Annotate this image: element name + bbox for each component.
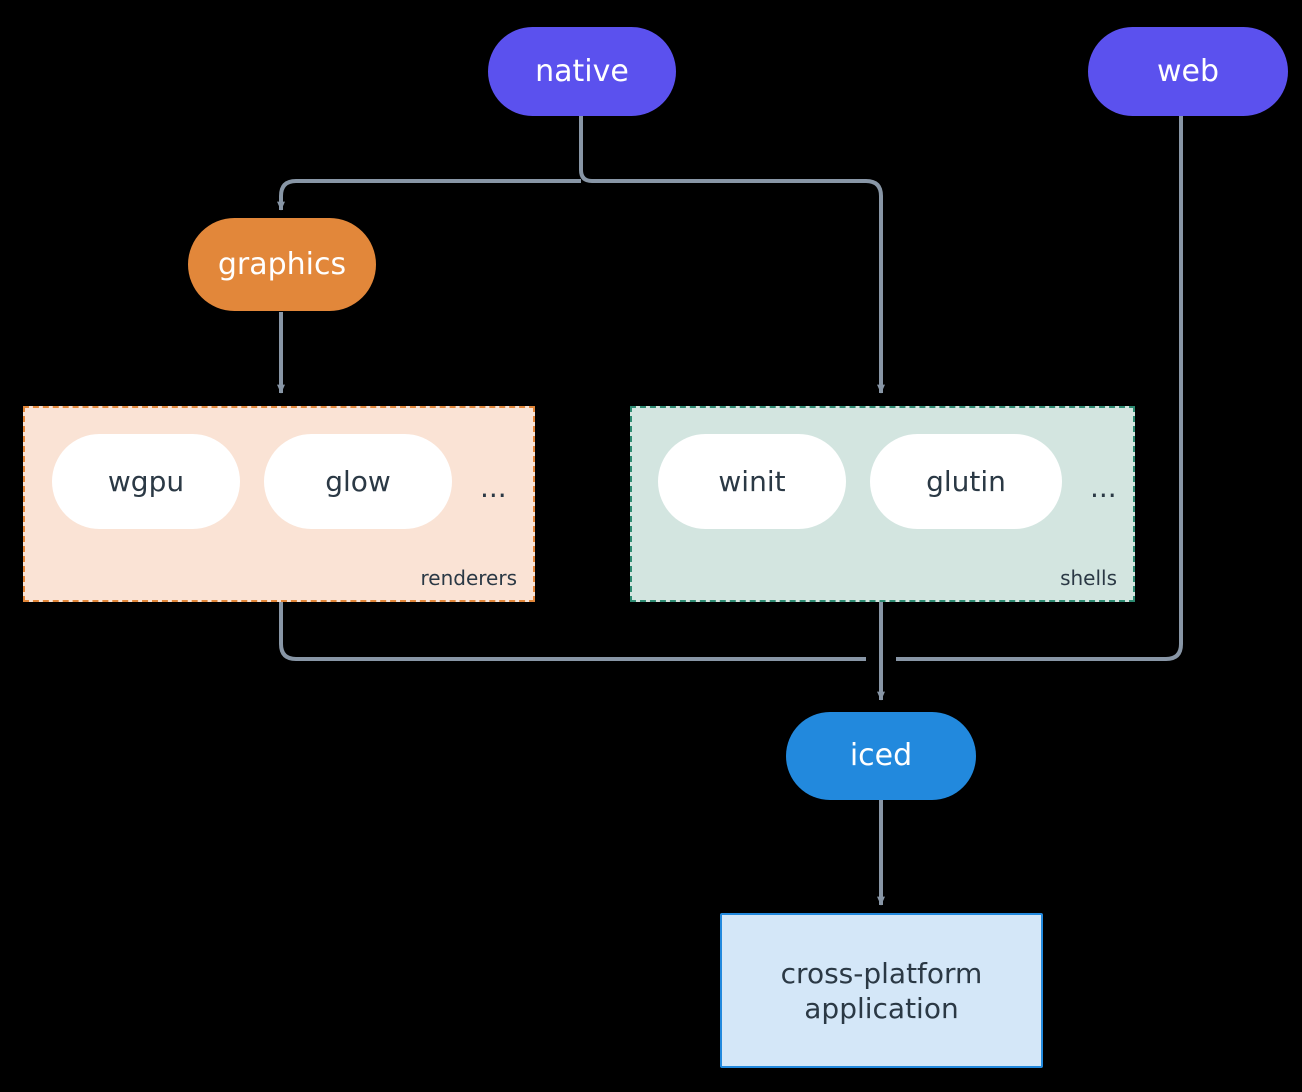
node-application-line1: cross-platform	[780, 956, 983, 990]
node-application-line2: application	[804, 991, 959, 1025]
node-glow[interactable]: glow	[264, 434, 452, 529]
edge-native-bus	[579, 116, 885, 394]
shells-ellipsis: ...	[1090, 471, 1117, 504]
renderers-ellipsis: ...	[480, 471, 507, 504]
node-application[interactable]: cross-platform application	[720, 913, 1043, 1068]
group-renderers: wgpu glow ... renderers	[23, 406, 535, 602]
node-wgpu[interactable]: wgpu	[52, 434, 240, 529]
node-wgpu-label: wgpu	[107, 465, 185, 498]
node-graphics[interactable]: graphics	[188, 218, 376, 311]
group-renderers-label: renderers	[420, 566, 518, 590]
node-glutin[interactable]: glutin	[870, 434, 1062, 529]
node-web[interactable]: web	[1088, 27, 1288, 116]
edge-native-graphics	[277, 179, 581, 211]
group-shells: winit glutin ... shells	[630, 406, 1135, 602]
group-shells-label: shells	[1060, 566, 1117, 590]
node-iced[interactable]: iced	[786, 712, 976, 800]
node-iced-label: iced	[849, 738, 913, 774]
node-winit[interactable]: winit	[658, 434, 846, 529]
edge-renderers-iced	[279, 602, 866, 661]
node-glow-label: glow	[325, 465, 391, 498]
node-graphics-label: graphics	[217, 246, 347, 282]
node-glutin-label: glutin	[926, 465, 1006, 498]
node-native[interactable]: native	[488, 27, 676, 116]
node-winit-label: winit	[718, 465, 786, 498]
node-web-label: web	[1156, 53, 1220, 89]
node-native-label: native	[535, 53, 629, 89]
